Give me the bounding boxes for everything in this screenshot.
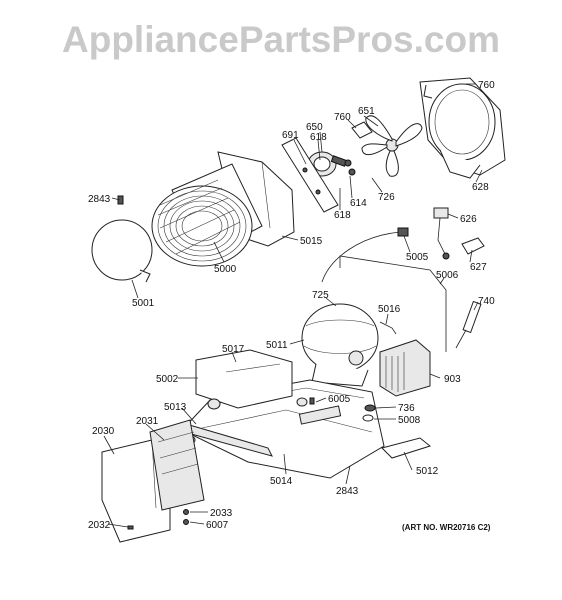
callout-5002: 5002 bbox=[156, 374, 179, 385]
callout-618-bottom: 618 bbox=[334, 210, 351, 221]
callout-5000: 5000 bbox=[214, 264, 237, 275]
callout-5015: 5015 bbox=[300, 236, 323, 247]
callout-651: 651 bbox=[358, 106, 375, 117]
control-module-part bbox=[379, 339, 431, 397]
callout-6005: 6005 bbox=[328, 394, 351, 405]
callout-614: 614 bbox=[350, 198, 367, 209]
hardware-part bbox=[309, 397, 376, 422]
fan-blade-part bbox=[361, 115, 423, 177]
callout-627: 627 bbox=[470, 262, 487, 273]
callout-5011: 5011 bbox=[266, 340, 288, 351]
fan-shroud-part bbox=[419, 77, 506, 179]
compressor-part bbox=[301, 303, 379, 387]
screw-part bbox=[117, 195, 124, 205]
callout-691: 691 bbox=[282, 130, 299, 141]
control-board-part bbox=[149, 419, 205, 511]
callout-5008: 5008 bbox=[398, 415, 421, 426]
motor-bracket-part bbox=[281, 137, 339, 213]
suction-line-part bbox=[379, 321, 397, 335]
art-number: (ART NO. WR20716 C2) bbox=[402, 523, 491, 532]
condenser-cover-part bbox=[91, 219, 153, 283]
callout-726: 726 bbox=[378, 192, 395, 203]
callout-740: 740 bbox=[478, 296, 495, 307]
leader-lines bbox=[103, 83, 483, 528]
callout-2843-top: 2843 bbox=[88, 194, 111, 205]
callout-5012: 5012 bbox=[416, 466, 439, 477]
callout-5006: 5006 bbox=[436, 270, 459, 281]
callout-2033: 2033 bbox=[210, 508, 233, 519]
callout-2031: 2031 bbox=[136, 416, 159, 427]
relay-part bbox=[433, 207, 450, 260]
callout-labels: 760 651 760 650 691 618 628 726 614 618 … bbox=[88, 80, 495, 531]
callout-5016: 5016 bbox=[378, 304, 401, 315]
callout-760: 760 bbox=[334, 112, 351, 123]
discharge-tube-part bbox=[339, 255, 447, 352]
board-screw-part bbox=[127, 509, 189, 530]
tubing-part bbox=[321, 227, 409, 283]
grommet-part bbox=[351, 121, 373, 139]
overload-clip-part bbox=[461, 237, 485, 255]
callout-2032: 2032 bbox=[88, 520, 111, 531]
drier-part bbox=[455, 300, 482, 349]
callout-2843-bottom: 2843 bbox=[336, 486, 359, 497]
side-panel-part bbox=[195, 349, 293, 409]
callout-5017: 5017 bbox=[222, 344, 245, 355]
condenser-coil-part bbox=[151, 163, 263, 267]
callout-628: 628 bbox=[472, 182, 489, 193]
callout-736: 736 bbox=[398, 403, 415, 414]
callout-6007: 6007 bbox=[206, 520, 229, 531]
callout-725: 725 bbox=[312, 290, 329, 301]
watermark-text: AppliancePartsPros.com bbox=[62, 19, 500, 60]
callout-903: 903 bbox=[444, 374, 461, 385]
callout-650: 650 bbox=[306, 122, 323, 133]
callout-618-top: 618 bbox=[310, 132, 327, 143]
callout-5001: 5001 bbox=[132, 298, 155, 309]
front-bracket-part bbox=[381, 437, 432, 459]
callout-5014: 5014 bbox=[270, 476, 293, 487]
callout-2030: 2030 bbox=[92, 426, 115, 437]
callout-626: 626 bbox=[460, 214, 477, 225]
callout-5005: 5005 bbox=[406, 252, 429, 263]
callout-760-top: 760 bbox=[478, 80, 495, 91]
callout-5013: 5013 bbox=[164, 402, 187, 413]
